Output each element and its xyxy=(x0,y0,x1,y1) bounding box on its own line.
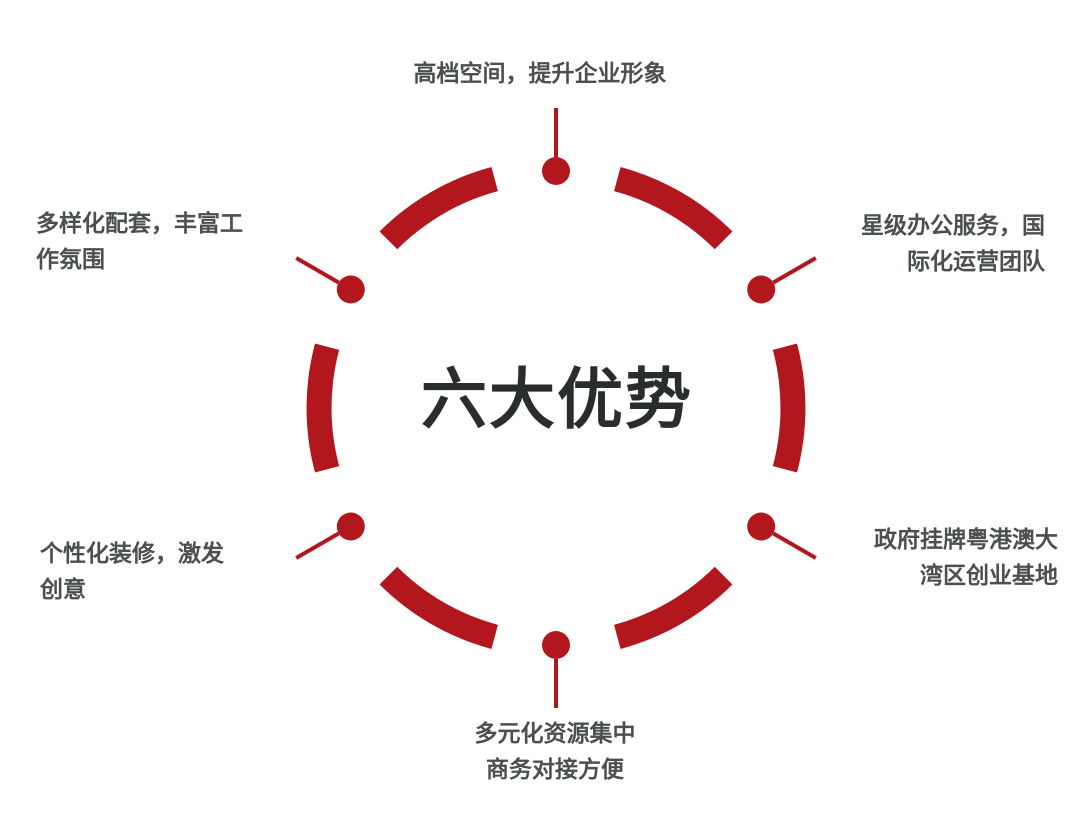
node-dot-bottom-left xyxy=(336,512,365,541)
ring-arc-segment xyxy=(379,167,499,250)
ring-arc-segment xyxy=(306,343,340,473)
advantage-label-bottom: 多元化资源集中 商务对接方便 xyxy=(400,716,710,788)
advantage-label-line: 政府挂牌粤港澳大 xyxy=(874,527,1058,553)
advantage-label-line: 多元化资源集中 xyxy=(474,721,636,747)
advantage-label-bottom-left: 个性化装修，激发 创意 xyxy=(40,536,300,608)
node-dot-top-right xyxy=(747,275,776,304)
ring-arc-segment xyxy=(772,343,806,473)
connector-line-top-left xyxy=(295,256,340,285)
node-dot-top-left xyxy=(336,275,365,304)
advantage-label-top-right: 星级办公服务，国 际化运营团队 xyxy=(790,208,1045,280)
center-title: 六大优势 xyxy=(421,361,693,438)
advantage-label-line: 星级办公服务，国 xyxy=(861,213,1045,239)
connector-line-top-right xyxy=(772,256,817,285)
advantage-label-line: 商务对接方便 xyxy=(486,757,624,783)
ring-arc-segment xyxy=(379,566,499,649)
ring-arcs xyxy=(306,167,806,649)
connector-line-bottom-right xyxy=(772,531,817,560)
advantage-label-line: 高档空间，提升企业形象 xyxy=(413,61,667,87)
ring-nodes xyxy=(336,157,776,659)
connector-line-bottom-left xyxy=(295,531,340,560)
advantage-label-top-left: 多样化配套，丰富工 作氛围 xyxy=(36,206,296,278)
advantage-label-line: 创意 xyxy=(40,577,86,603)
advantage-label-top: 高档空间，提升企业形象 xyxy=(340,56,740,92)
ring-arc-segment xyxy=(613,566,733,649)
advantage-label-line: 个性化装修，激发 xyxy=(40,541,224,567)
advantage-label-line: 湾区创业基地 xyxy=(920,563,1058,589)
ring-ticks xyxy=(295,108,817,708)
advantage-label-line: 际化运营团队 xyxy=(907,249,1045,275)
advantage-label-bottom-right: 政府挂牌粤港澳大 湾区创业基地 xyxy=(790,522,1058,594)
ring-arc-segment xyxy=(613,167,733,250)
advantage-label-line: 作氛围 xyxy=(36,247,105,273)
node-dot-bottom-right xyxy=(747,512,776,541)
node-dot-bottom xyxy=(542,631,570,659)
advantage-label-line: 多样化配套，丰富工 xyxy=(36,211,243,237)
node-dot-top xyxy=(542,157,570,185)
